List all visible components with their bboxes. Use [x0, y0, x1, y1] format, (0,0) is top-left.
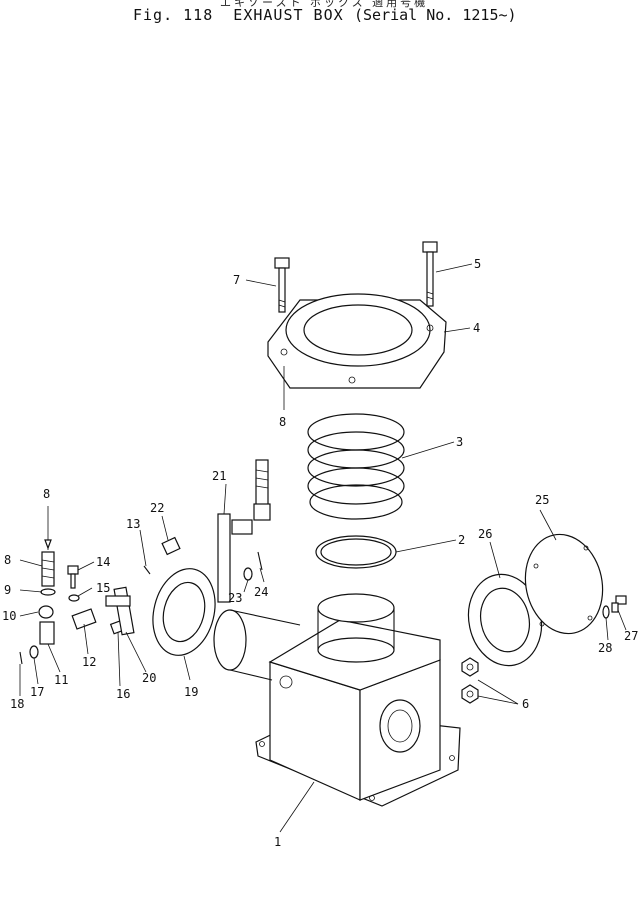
- part-20-bracket: [105, 586, 135, 636]
- part-10-nut: [38, 605, 54, 619]
- part-23-washer: [243, 567, 253, 581]
- part-26-gasket: [467, 573, 543, 667]
- callout-labels: 7 5 4 8 3 2 25 26 27 28 6 21 22 24 23 13…: [2, 257, 638, 849]
- part-6-nuts: [461, 657, 479, 704]
- part-22-fitting: [161, 536, 181, 556]
- callout-26: 26: [478, 527, 492, 541]
- part-4-top-flange: [267, 293, 447, 389]
- callout-18: 18: [10, 697, 24, 711]
- part-14-bolt: [67, 565, 79, 589]
- callout-10: 10: [2, 609, 16, 623]
- callout-4: 4: [473, 321, 480, 335]
- title-japanese: エキゾースト ボックス 適用号機: [220, 0, 429, 9]
- figure-title: Fig. 118 EXHAUST BOX: [133, 6, 344, 24]
- part-9-washer: [40, 588, 56, 596]
- part-2-ring: [315, 535, 397, 569]
- callout-20: 20: [142, 671, 156, 685]
- callout-28: 28: [598, 641, 612, 655]
- callout-16: 16: [116, 687, 130, 701]
- callout-1: 1: [274, 835, 281, 849]
- callout-9: 9: [4, 583, 11, 597]
- part-18-pin: [19, 651, 23, 665]
- callout-12: 12: [82, 655, 96, 669]
- callout-2: 2: [458, 533, 465, 547]
- callout-19: 19: [184, 685, 198, 699]
- callout-23: 23: [228, 591, 242, 605]
- callout-17: 17: [30, 685, 44, 699]
- part-15-washer: [68, 594, 80, 602]
- callout-11: 11: [54, 673, 68, 687]
- callout-14: 14: [96, 555, 110, 569]
- part-24-pin: [257, 551, 263, 571]
- callout-8-center: 8: [279, 415, 286, 429]
- callout-7: 7: [233, 273, 240, 287]
- callout-8-left: 8: [4, 553, 11, 567]
- callout-13: 13: [126, 517, 140, 531]
- part-21-bracket: [217, 459, 271, 603]
- callout-5: 5: [474, 257, 481, 271]
- leader-lines: [19, 263, 627, 833]
- callout-27: 27: [624, 629, 638, 643]
- part-13-pin: [143, 565, 151, 575]
- part-27-bolt: [611, 595, 627, 613]
- part-7-bolt: [274, 257, 290, 313]
- callout-22: 22: [150, 501, 164, 515]
- part-1-exhaust-box: [213, 593, 461, 807]
- callout-25: 25: [535, 493, 549, 507]
- part-5-bolt: [422, 241, 438, 307]
- serial-range: (Serial No. 1215~): [354, 6, 517, 24]
- part-17-washer: [29, 645, 39, 659]
- part-8-spring-left: [41, 551, 55, 587]
- callout-6: 6: [522, 697, 529, 711]
- callout-15: 15: [96, 581, 110, 595]
- callout-21: 21: [212, 469, 226, 483]
- callout-8-left-top: 8: [43, 487, 50, 501]
- part-12-clamp: [71, 608, 97, 630]
- part-28-washer: [602, 605, 610, 619]
- part-3-spring: [307, 413, 405, 520]
- part-19-gasket: [152, 568, 216, 656]
- callout-3: 3: [456, 435, 463, 449]
- part-11-elbow: [39, 621, 55, 645]
- callout-24: 24: [254, 585, 268, 599]
